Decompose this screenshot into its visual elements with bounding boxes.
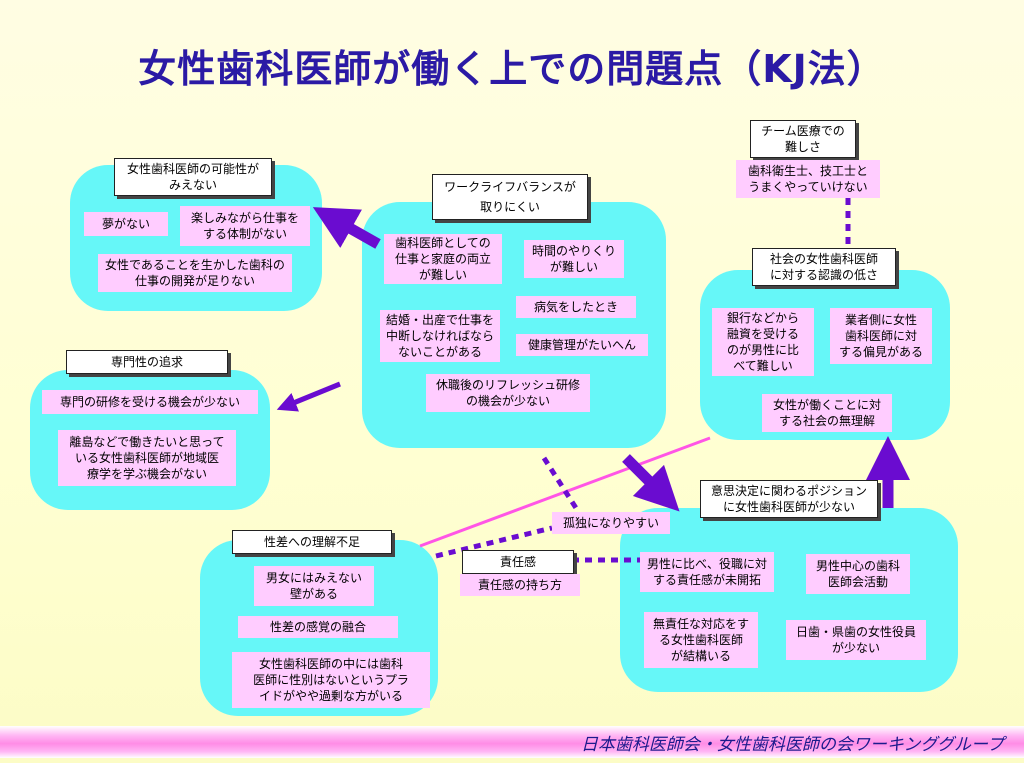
page-title: 女性歯科医師が働く上での問題点（KJ法） — [138, 47, 886, 91]
group-gender-header: 性差への理解不足 — [232, 530, 392, 554]
card-enjoyable-system: 楽しみながら仕事を する体制がない — [180, 206, 310, 246]
card-marriage-birth: 結婚・出産で仕事を 中断しなければなら ないことがある — [380, 310, 500, 362]
card-female-career-dev: 女性であることを生かした歯科の 仕事の開発が足りない — [98, 254, 292, 292]
card-work-family-balance: 歯科医師としての 仕事と家庭の両立 が難しい — [384, 234, 502, 284]
card-illness: 病気をしたとき — [516, 296, 636, 318]
arrow-to-decision — [622, 454, 680, 512]
card-training-opportunity: 専門の研修を受ける機会が少ない — [42, 390, 258, 414]
group-team-header: チーム医療での 難しさ — [750, 120, 856, 158]
card-gender-fusion: 性差の感覚の融合 — [238, 616, 398, 638]
card-time-management: 時間のやりくり が難しい — [524, 240, 624, 278]
group-society-header: 社会の女性歯科医師 に対する認識の低さ — [752, 248, 896, 286]
group-specialty-header: 専門性の追求 — [66, 350, 228, 374]
card-remote-island: 離島などで働きたいと思って いる女性歯科医師が地域医 療学を学ぶ機会がない — [58, 430, 236, 486]
card-refresh-training: 休職後のリフレッシュ研修 の機会が少ない — [426, 374, 590, 412]
card-vendor-bias: 業者側に女性 歯科医師に対 する偏見がある — [830, 308, 932, 364]
card-responsibility-attitude: 責任感の持ち方 — [460, 574, 580, 596]
card-health-management: 健康管理がたいへん — [516, 334, 648, 356]
card-pride-excess: 女性歯科医師の中には歯科 医師に性別はないというプラ イドがやや過剰な方がいる — [232, 652, 430, 708]
dotted-link-isolation — [541, 456, 579, 510]
group-worklife-header: ワークライフバランスが 取りにくい — [432, 174, 588, 220]
card-social-misunderstanding: 女性が働くことに対 する社会の無理解 — [762, 394, 892, 432]
card-dream: 夢がない — [84, 212, 168, 236]
card-invisible-wall: 男女にはみえない 壁がある — [254, 566, 374, 606]
group-responsibility-header: 責任感 — [462, 550, 574, 574]
arrow-to-specialty — [276, 381, 341, 412]
footer-band: 日本歯科医師会・女性歯科医師の会ワーキンググループ — [0, 726, 1024, 758]
card-position-responsibility: 男性に比べ、役職に対 する責任感が未開拓 — [640, 552, 774, 592]
group-decision-header: 意思決定に関わるポジション に女性歯科医師が少ない — [700, 480, 878, 518]
card-male-centered-assoc: 男性中心の歯科 医師会活動 — [806, 554, 910, 594]
footer-text: 日本歯科医師会・女性歯科医師の会ワーキンググループ — [580, 735, 1004, 755]
card-isolation: 孤独になりやすい — [552, 512, 670, 534]
card-hygienist-technician: 歯科衛生士、技工士と うまくやっていけない — [736, 160, 880, 198]
arrow-to-possibility — [312, 207, 381, 249]
dotted-link-gender-isolation — [435, 525, 553, 559]
card-irresponsible-dentists: 無責任な対応をす る女性歯科医師 が結構いる — [644, 612, 758, 668]
group-possibility-header: 女性歯科医師の可能性が みえない — [114, 158, 272, 196]
card-female-officers: 日歯・県歯の女性役員 が少ない — [786, 620, 926, 660]
card-bank-loan: 銀行などから 融資を受ける のが男性に比 べて難しい — [712, 308, 814, 376]
